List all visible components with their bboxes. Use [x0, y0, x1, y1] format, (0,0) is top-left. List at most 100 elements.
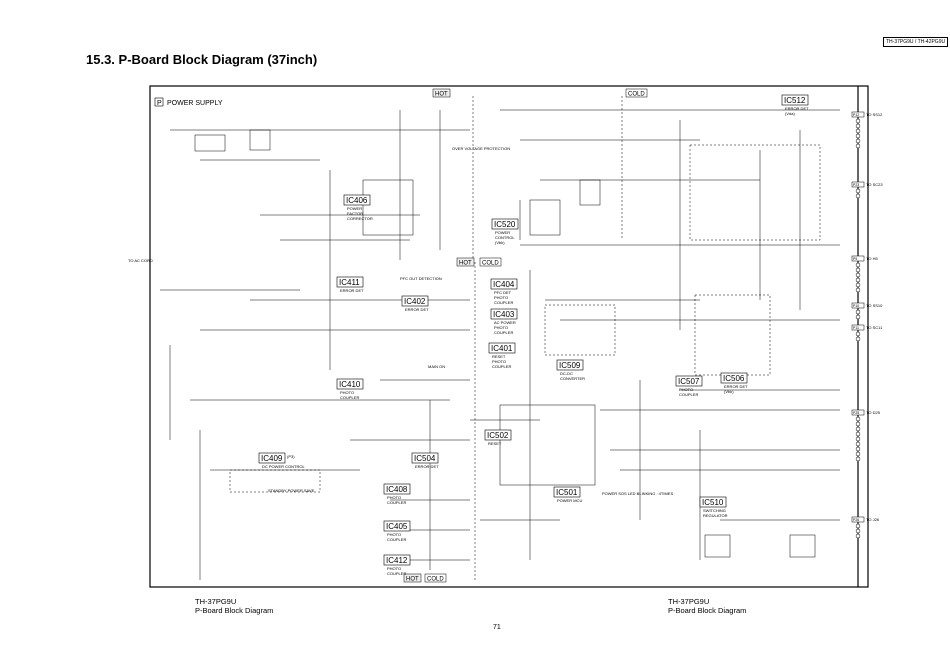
ic-caption: DC-DC [560, 371, 573, 376]
connector-destination: TO J26 [866, 517, 880, 522]
connector-pin [855, 287, 861, 293]
ic-label: IC509 [559, 361, 581, 370]
ic-caption: POWER [347, 206, 362, 211]
wiring [160, 109, 840, 580]
ic-label: IC504 [414, 454, 436, 463]
ic-label: IC406 [346, 196, 368, 205]
ic-caption: PHOTO [387, 495, 401, 500]
ic-caption: PHOTO [340, 390, 354, 395]
ic-caption: COUPLER [387, 500, 406, 505]
ic-label: IC501 [556, 488, 578, 497]
ic-label: IC412 [386, 556, 408, 565]
ic-caption: SWITCHING [703, 508, 726, 513]
ic-caption: (Vda) [785, 111, 795, 116]
ic-label: IC405 [386, 522, 408, 531]
ic-caption: FACTOR [347, 211, 363, 216]
connector-id: P5 [853, 257, 857, 261]
connector-pin [855, 523, 861, 529]
connector-pin [855, 451, 861, 457]
connector-pin [855, 421, 861, 427]
ic-caption: DC POWER CONTROL [262, 464, 305, 469]
ic-caption: (Vbk) [495, 240, 505, 245]
connector-pin [855, 118, 861, 124]
ic-caption: PHOTO [387, 532, 401, 537]
ic-caption: COUPLER [494, 300, 513, 305]
footer-left: TH-37PG9U P-Board Block Diagram [195, 597, 273, 615]
ic-caption: COUPLER [492, 364, 511, 369]
connector-pin [855, 309, 861, 315]
connector-destination: TO SC11 [866, 325, 883, 330]
ic-caption: PHOTO [494, 295, 508, 300]
connector-destination: TO D25 [866, 410, 881, 415]
connector-pin [855, 456, 861, 462]
ic-label: IC410 [339, 380, 361, 389]
connector-pin [855, 528, 861, 534]
ic-caption: PHOTO [387, 566, 401, 571]
ic-caption: COUPLER [494, 330, 513, 335]
connector-pin [855, 128, 861, 134]
hot-cold-boundary [472, 96, 623, 580]
ic-caption: RESET [488, 441, 502, 446]
svg-text:COLD: COLD [482, 261, 499, 267]
ic-caption: ERROR DET [340, 288, 364, 293]
ic-caption: PHOTO [679, 387, 693, 392]
connector-pin [855, 267, 861, 273]
connector-pin [855, 133, 861, 139]
ic-label: IC403 [493, 310, 515, 319]
connector-pin [855, 193, 861, 199]
connector-id: P23 [853, 183, 859, 187]
footer-right-name: P-Board Block Diagram [668, 606, 747, 615]
svg-text:COLD: COLD [427, 577, 444, 583]
note-ic409-pin: (P3) [287, 454, 295, 459]
connector-pin [855, 331, 861, 337]
connector-pin [855, 446, 861, 452]
connector-id: P25 [853, 411, 859, 415]
ic-label: IC409 [261, 454, 283, 463]
connector-p11: P11 TO SC11 [851, 324, 883, 342]
ic-caption: COUPLER [679, 392, 698, 397]
ic-caption: CONVERTER [560, 376, 585, 381]
ic-label: IC507 [678, 377, 700, 386]
ic-caption: COUPLER [340, 395, 359, 400]
connector-destination: TO SS12 [866, 112, 883, 117]
connector-pin [855, 282, 861, 288]
connector-pin [855, 441, 861, 447]
connector-pin [855, 272, 861, 278]
board-letter: P [157, 100, 162, 107]
ic-caption: REGULATOR [703, 513, 728, 518]
connector-pin [855, 426, 861, 432]
ic-caption: ERROR DET [405, 307, 429, 312]
ic-caption: PHOTO [494, 325, 508, 330]
connector-p25: P25 TO D25 [851, 409, 881, 462]
ic-caption: COUPLER [387, 571, 406, 576]
connector-pin [855, 123, 861, 129]
footer-right: TH-37PG9U P-Board Block Diagram [668, 597, 746, 615]
connector-id: P12 [853, 113, 859, 117]
ic-label: IC408 [386, 485, 408, 494]
footer-left-model: TH-37PG9U [195, 597, 237, 606]
ic-caption: RESET [492, 354, 506, 359]
connector-pin [855, 262, 861, 268]
svg-text:HOT: HOT [406, 577, 419, 583]
connector-id: P11 [853, 326, 859, 330]
connector-destination: TO SC23 [866, 182, 883, 187]
ic-label: IC506 [723, 374, 745, 383]
connector-destination: TO H5 [866, 256, 878, 261]
ic-caption: POWER MCU [557, 498, 582, 503]
footer-right-model: TH-37PG9U [668, 597, 710, 606]
